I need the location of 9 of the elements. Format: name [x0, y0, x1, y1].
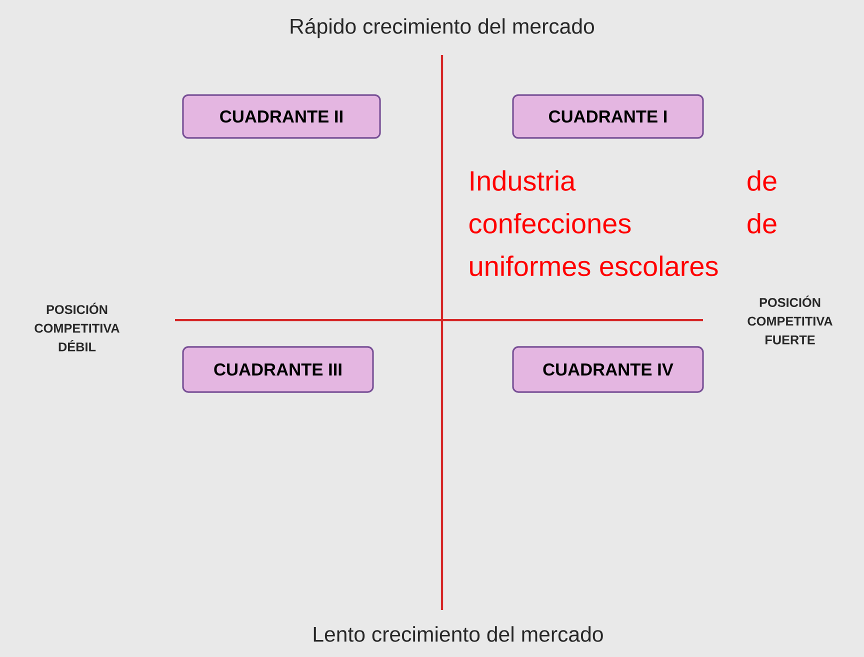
axis-label: POSICIÓN COMPETITIVA FUERTE: [748, 296, 832, 344]
quadrant-box: CUADRANTE III: [182, 346, 374, 393]
quadrant-box: CUADRANTE II: [182, 94, 381, 139]
quadrant-box: CUADRANTE IV: [512, 346, 704, 393]
industry-text: Industria de confecciones de uniformes escolares: [469, 170, 776, 276]
axis-label: POSICIÓN COMPETITIVA DÉBIL: [34, 302, 120, 352]
quadrant-box: CUADRANTE I: [512, 94, 704, 139]
axis-label: Lento crecimiento del mercado: [314, 626, 603, 642]
axis-label: Rápido crecimiento del mercado: [290, 18, 594, 38]
